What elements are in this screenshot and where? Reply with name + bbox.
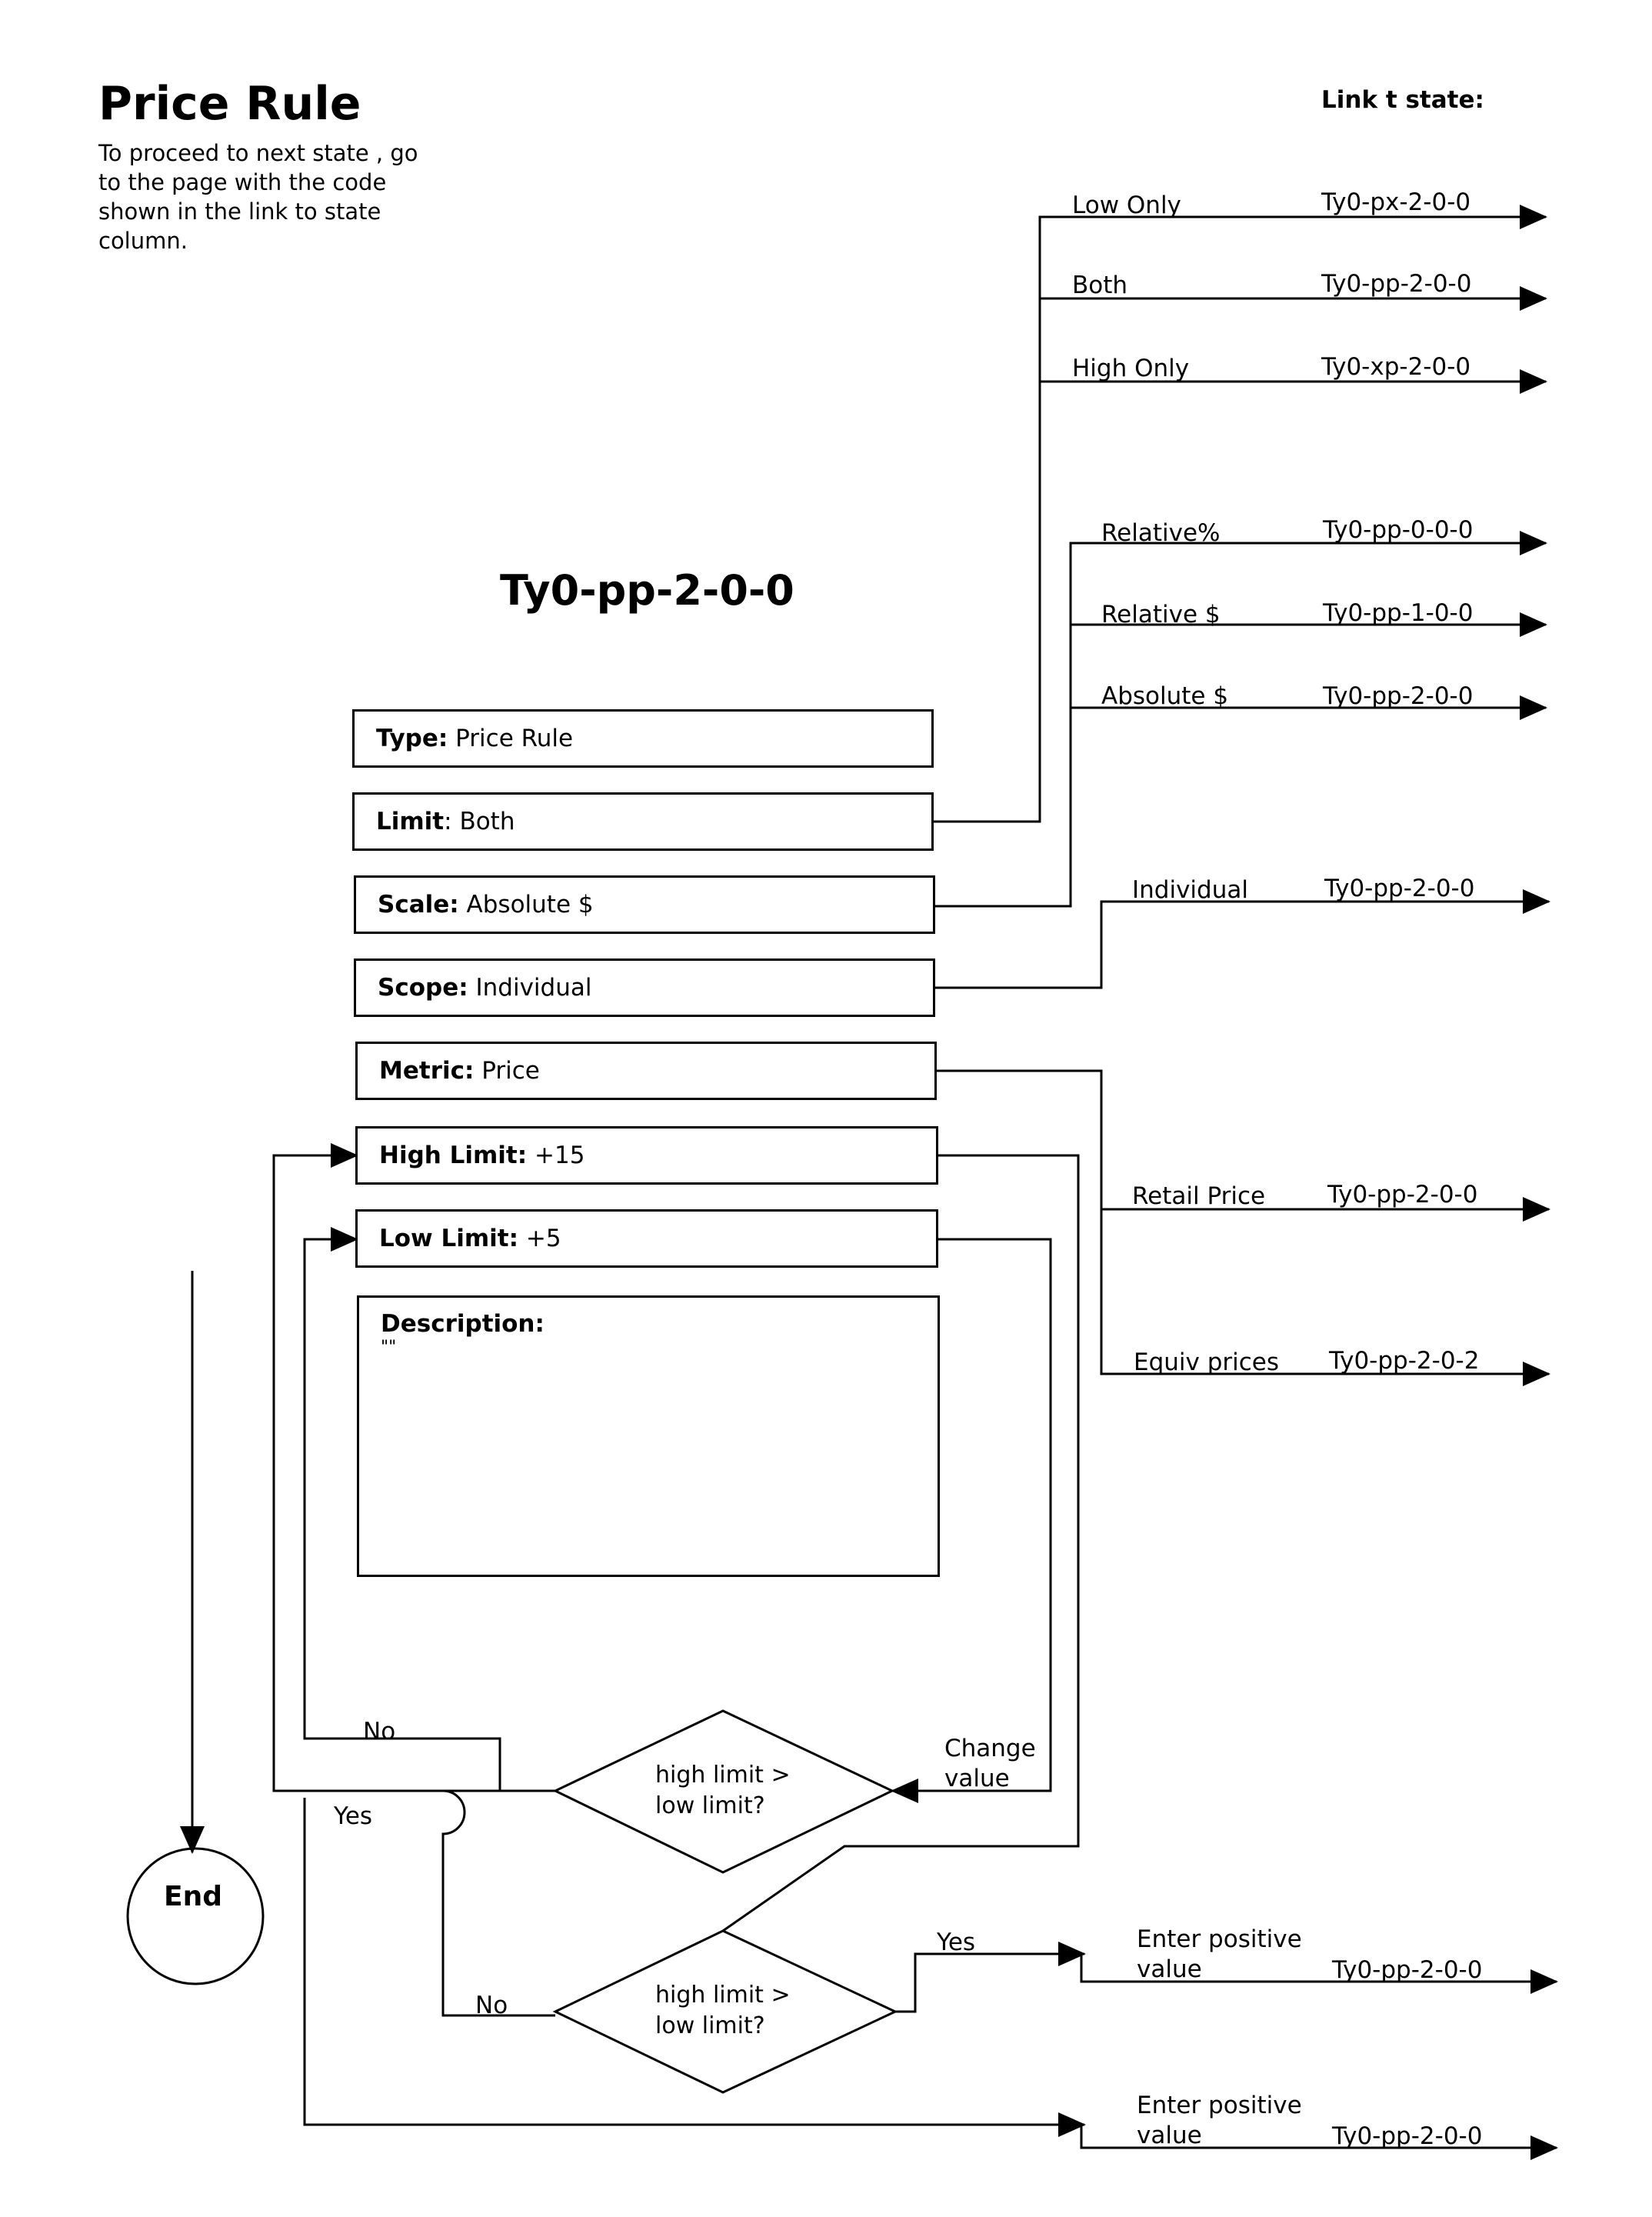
limit-value: Both bbox=[459, 808, 515, 835]
description-field[interactable]: Description: "" bbox=[357, 1295, 940, 1577]
outcome2-line2: value bbox=[1137, 2122, 1202, 2149]
decision1-line1: high limit > bbox=[655, 1762, 791, 1789]
change-value-label: Change value bbox=[944, 1734, 1036, 1794]
instructions-text: To proceed to next state , go to the pag… bbox=[98, 138, 437, 255]
high-limit-label: High Limit: bbox=[379, 1142, 527, 1169]
scale-field[interactable]: Scale: Absolute $ bbox=[354, 875, 935, 934]
decision2-no-label: No bbox=[475, 1994, 508, 2018]
limit-sep: : bbox=[444, 808, 451, 835]
limit-code-high-only[interactable]: Ty0-xp-2-0-0 bbox=[1321, 355, 1470, 379]
type-field[interactable]: Type: Price Rule bbox=[352, 709, 934, 768]
low-limit-field[interactable]: Low Limit: +5 bbox=[355, 1209, 938, 1268]
scale-code-relative-dollar[interactable]: Ty0-pp-1-0-0 bbox=[1323, 602, 1473, 625]
d1-yes-to-d2-line bbox=[443, 1791, 555, 2015]
end-circle bbox=[128, 1849, 263, 1984]
scope-code-individual[interactable]: Ty0-pp-2-0-0 bbox=[1324, 877, 1474, 901]
metric-label: Metric: bbox=[379, 1057, 474, 1085]
scale-code-relative-pct[interactable]: Ty0-pp-0-0-0 bbox=[1323, 518, 1473, 542]
change-line1: Change bbox=[944, 1735, 1036, 1762]
limit-label: Limit bbox=[376, 808, 444, 835]
d2-yes-line bbox=[895, 1954, 1084, 2012]
high-limit-field[interactable]: High Limit: +15 bbox=[355, 1126, 938, 1185]
outcome1-line1: Enter positive bbox=[1137, 1925, 1302, 1953]
limit-code-both[interactable]: Ty0-pp-2-0-0 bbox=[1321, 272, 1471, 296]
high-limit-value: +15 bbox=[535, 1142, 585, 1169]
end-label: End bbox=[164, 1881, 222, 1912]
scope-field[interactable]: Scope: Individual bbox=[354, 958, 935, 1017]
decision2-yes-label: Yes bbox=[937, 1931, 975, 1955]
scale-code-absolute-dollar[interactable]: Ty0-pp-2-0-0 bbox=[1323, 685, 1473, 708]
state-code-heading: Ty0-pp-2-0-0 bbox=[500, 566, 794, 615]
outcome1-label: Enter positivevalue bbox=[1137, 1925, 1302, 1985]
decision1-question: high limit > low limit? bbox=[655, 1760, 791, 1822]
link-to-state-heading: Link t state: bbox=[1321, 86, 1484, 114]
scope-label: Scope: bbox=[378, 974, 468, 1002]
scale-relative-pct-line bbox=[934, 543, 1546, 906]
scope-option-individual[interactable]: Individual bbox=[1132, 878, 1248, 902]
limit-option-low-only[interactable]: Low Only bbox=[1072, 194, 1181, 218]
outcome1-code[interactable]: Ty0-pp-2-0-0 bbox=[1332, 1959, 1482, 1982]
scale-value: Absolute $ bbox=[467, 891, 594, 918]
metric-option-retail-price[interactable]: Retail Price bbox=[1132, 1185, 1265, 1209]
page-title: Price Rule bbox=[98, 77, 361, 131]
decision1-no-label: No bbox=[363, 1720, 395, 1744]
outcome2-code[interactable]: Ty0-pp-2-0-0 bbox=[1332, 2125, 1482, 2149]
decision2-line1: high limit > bbox=[655, 1982, 791, 2009]
limit-field[interactable]: Limit: Both bbox=[352, 792, 934, 851]
metric-code-retail-price[interactable]: Ty0-pp-2-0-0 bbox=[1327, 1183, 1477, 1207]
metric-field[interactable]: Metric: Price bbox=[355, 1042, 937, 1100]
decision1-line2: low limit? bbox=[655, 1792, 765, 1819]
scale-label: Scale: bbox=[378, 891, 459, 918]
description-value: "" bbox=[381, 1338, 396, 1357]
type-label: Type: bbox=[376, 725, 448, 752]
decision2-question: high limit > low limit? bbox=[655, 1980, 791, 2042]
scale-option-relative-pct[interactable]: Relative% bbox=[1101, 522, 1220, 545]
type-value: Price Rule bbox=[455, 725, 573, 752]
outcome2-label: Enter positive value bbox=[1137, 2091, 1302, 2151]
decision1-yes-label: Yes bbox=[334, 1805, 372, 1829]
metric-code-equiv-prices[interactable]: Ty0-pp-2-0-2 bbox=[1329, 1349, 1479, 1373]
metric-option-equiv-prices[interactable]: Equiv prices bbox=[1134, 1351, 1279, 1375]
limit-option-both[interactable]: Both bbox=[1072, 274, 1127, 298]
outcome2-line1: Enter positive bbox=[1137, 2092, 1302, 2119]
scale-option-relative-dollar[interactable]: Relative $ bbox=[1101, 603, 1221, 627]
scope-individual-line bbox=[934, 902, 1549, 988]
description-label: Description: bbox=[381, 1310, 545, 1338]
outcome1-line2: value bbox=[1137, 1955, 1202, 1983]
low-limit-label: Low Limit: bbox=[379, 1225, 518, 1252]
scale-option-absolute-dollar[interactable]: Absolute $ bbox=[1101, 685, 1228, 708]
limit-option-high-only[interactable]: High Only bbox=[1072, 357, 1189, 381]
metric-value: Price bbox=[481, 1057, 540, 1085]
change-line2: value bbox=[944, 1765, 1010, 1792]
limit-code-low-only[interactable]: Ty0-px-2-0-0 bbox=[1321, 191, 1470, 215]
low-limit-value: +5 bbox=[526, 1225, 561, 1252]
scope-value: Individual bbox=[475, 974, 591, 1002]
decision2-line2: low limit? bbox=[655, 2012, 765, 2039]
